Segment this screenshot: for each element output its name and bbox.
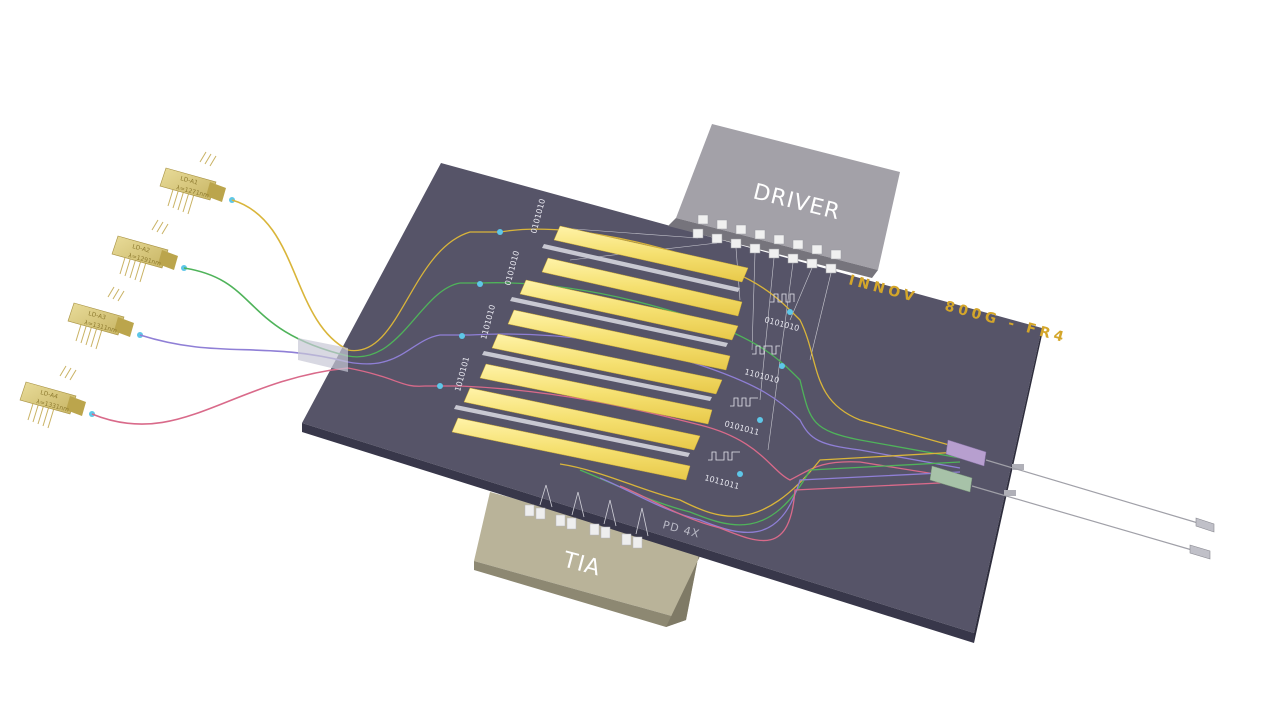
laser-2: LD-A2 λ=1291nm [111, 219, 178, 283]
modulator-1 [541, 225, 749, 317]
laser-3: LD-A3 λ=1311nm [67, 286, 134, 350]
laser-3-name: LD-A3 [87, 310, 106, 321]
modulator-2 [507, 279, 739, 371]
output-couplers [929, 439, 1024, 496]
fiber-connectors [1189, 517, 1215, 560]
laser-1: LD-A1 λ=1271nm [159, 151, 226, 215]
photodiode-array [524, 484, 649, 549]
modulator-4 [451, 387, 701, 481]
tia-chip: TIA [474, 492, 700, 627]
output-fibers [971, 459, 1199, 551]
modulator-3 [479, 333, 723, 425]
chip-waveguides [347, 228, 961, 542]
laser-1-name: LD-A1 [179, 175, 198, 186]
bit-waveforms [708, 293, 795, 461]
photonic-chip [302, 163, 1042, 643]
input-fibers [91, 199, 349, 425]
splitter-nodes [89, 197, 793, 477]
laser-4-name: LD-A4 [39, 389, 58, 400]
driver-chip: DRIVER [559, 124, 900, 451]
laser-4: LD-A4 λ=1331nm [19, 365, 86, 429]
laser-2-name: LD-A2 [131, 243, 150, 254]
fiber-array-block [298, 338, 348, 372]
